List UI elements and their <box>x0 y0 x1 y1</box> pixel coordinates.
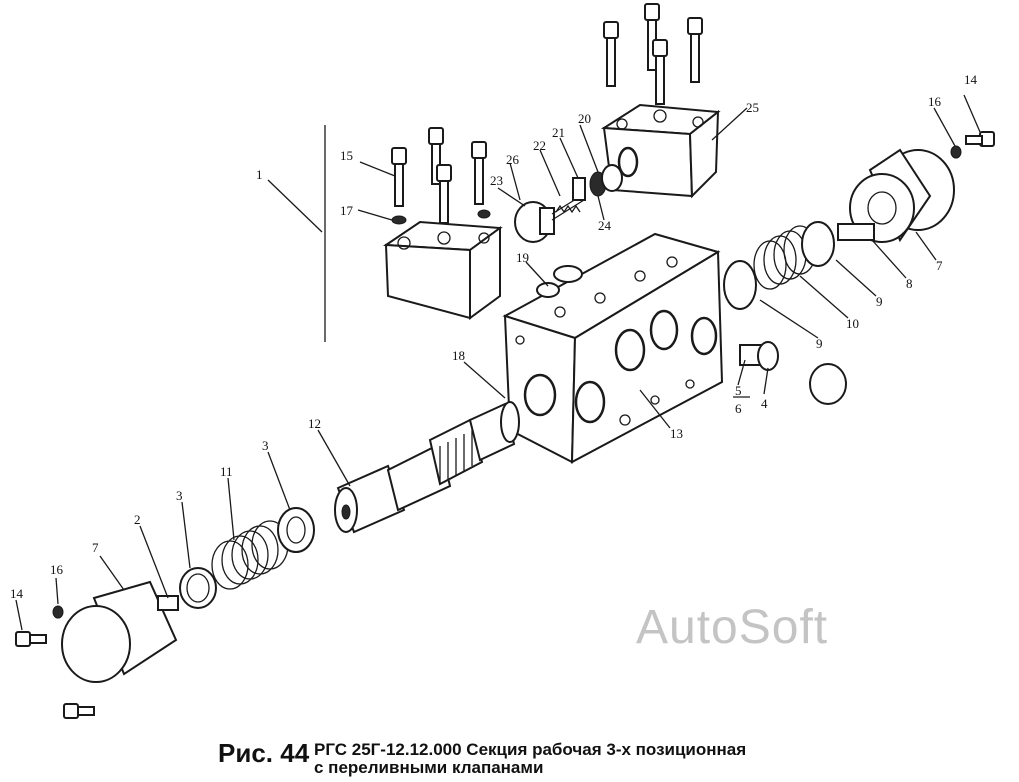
callout-23: 23 <box>490 173 503 188</box>
spring-11 <box>211 520 289 590</box>
ring-3 <box>179 567 217 609</box>
callout-9b: 9 <box>816 336 823 351</box>
caption-line-2: с переливными клапанами <box>314 758 544 777</box>
caption-line-1: РГС 25Г-12.12.000 Секция рабочая 3-х поз… <box>314 740 747 759</box>
callout-25: 25 <box>746 100 759 115</box>
bolts-15 <box>391 127 487 224</box>
callout-5: 5 <box>735 383 742 398</box>
washer-17 <box>391 215 407 225</box>
callout-19: 19 <box>516 250 529 265</box>
callout-24: 24 <box>598 218 612 233</box>
ring-9 <box>723 260 757 310</box>
callout-20: 20 <box>578 111 591 126</box>
callout-14a: 14 <box>10 586 24 601</box>
end-cap-7-left <box>61 580 179 683</box>
washer-17b <box>477 209 491 219</box>
ring-9b <box>801 221 835 267</box>
bolts-15-right <box>603 3 703 105</box>
callout-3a: 3 <box>176 488 183 503</box>
plug-ring <box>809 363 847 405</box>
callout-15: 15 <box>340 148 353 163</box>
figure-number: Рис. 44 <box>218 738 310 768</box>
callout-11: 11 <box>220 464 233 479</box>
washer-16-left <box>52 605 64 619</box>
end-cap-7-right <box>849 148 955 243</box>
callout-18: 18 <box>452 348 465 363</box>
valve-body-13 <box>502 232 724 464</box>
callout-14b: 14 <box>964 72 978 87</box>
cover-block-left <box>382 220 503 320</box>
ring-3-inner <box>186 573 210 603</box>
spool-assembly <box>334 401 520 534</box>
callout-1: 1 <box>256 167 263 182</box>
callout-4: 4 <box>761 396 768 411</box>
washer-16-right <box>950 145 962 159</box>
callout-12: 12 <box>308 416 321 431</box>
callout-labels: 1 2 3 3 4 5 6 7 7 8 9 9 10 11 12 13 14 1… <box>10 72 978 601</box>
callout-2: 2 <box>134 512 141 527</box>
washer-3 <box>277 507 315 553</box>
spacer-8 <box>837 223 875 241</box>
watermark-text: AutoSoft <box>636 601 829 654</box>
washer-3-inner <box>286 516 306 544</box>
callout-7a: 7 <box>92 540 99 555</box>
callout-16a: 16 <box>50 562 64 577</box>
callout-16b: 16 <box>928 94 942 109</box>
callout-21: 21 <box>552 125 565 140</box>
leader-lines <box>15 94 981 631</box>
plug-4-5-6 <box>739 341 779 371</box>
callout-26: 26 <box>506 152 520 167</box>
leader-1 <box>267 179 323 233</box>
callout-13: 13 <box>670 426 683 441</box>
callout-8: 8 <box>906 276 913 291</box>
cover-block-25 <box>600 103 721 199</box>
bolt-14-right <box>965 131 995 147</box>
callout-10: 10 <box>846 316 859 331</box>
relief-valve-parts <box>514 164 623 243</box>
callout-3b: 3 <box>262 438 269 453</box>
callout-9a: 9 <box>876 294 883 309</box>
callout-17: 17 <box>340 203 354 218</box>
callout-6: 6 <box>735 401 742 416</box>
seal-rings-19 <box>536 265 583 298</box>
bolts-14-left <box>15 631 95 719</box>
callout-7b: 7 <box>936 258 943 273</box>
callout-22: 22 <box>533 138 546 153</box>
spring-10 <box>753 225 817 290</box>
